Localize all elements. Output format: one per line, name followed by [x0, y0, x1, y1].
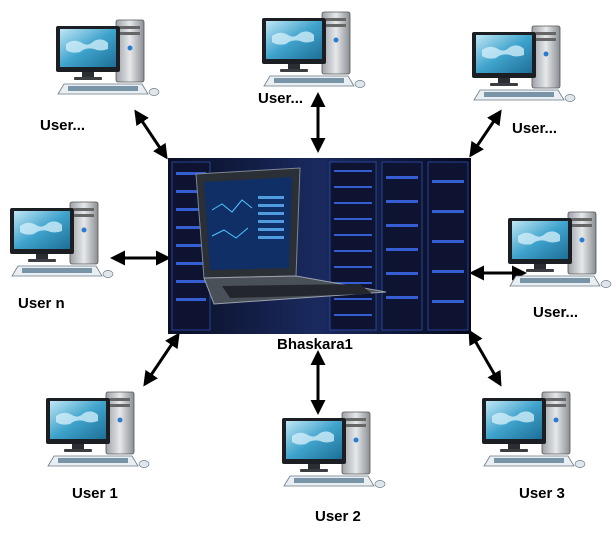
user-computer-top-right[interactable]: [471, 25, 576, 102]
computer-icon: [471, 25, 576, 102]
user-label-bottom-center: User 2: [315, 508, 361, 525]
user-computer-top-left[interactable]: [55, 19, 160, 96]
user-computer-bottom-center[interactable]: [281, 411, 386, 488]
user-computer-top-center[interactable]: [261, 11, 366, 88]
user-label-bottom-right: User 3: [519, 485, 565, 502]
user-computer-bottom-left[interactable]: [45, 391, 150, 468]
user-computer-middle-right[interactable]: [507, 211, 612, 288]
user-label-top-center: User...: [258, 90, 303, 107]
user-label-middle-right: User...: [533, 304, 578, 321]
computer-icon: [507, 211, 612, 288]
user-label-top-left: User...: [40, 117, 85, 134]
computer-icon: [481, 391, 586, 468]
computer-icon: [9, 201, 114, 278]
user-label-top-right: User...: [512, 120, 557, 137]
user-computer-middle-left[interactable]: [9, 201, 114, 278]
connection-arrows: [110, 92, 527, 415]
arrow-bottom-left: [143, 332, 180, 387]
computer-icon: [45, 391, 150, 468]
arrow-top-right: [469, 109, 502, 158]
server-label: Bhaskara1: [277, 336, 353, 353]
server-rack-icon: [168, 158, 471, 334]
computer-icon: [281, 411, 386, 488]
arrow-bottom-right: [468, 329, 502, 387]
computer-icon: [55, 19, 160, 96]
arrow-top-left: [134, 109, 168, 160]
user-computer-bottom-right[interactable]: [481, 391, 586, 468]
user-label-middle-left: User n: [18, 295, 65, 312]
user-label-bottom-left: User 1: [72, 485, 118, 502]
computer-icon: [261, 11, 366, 88]
